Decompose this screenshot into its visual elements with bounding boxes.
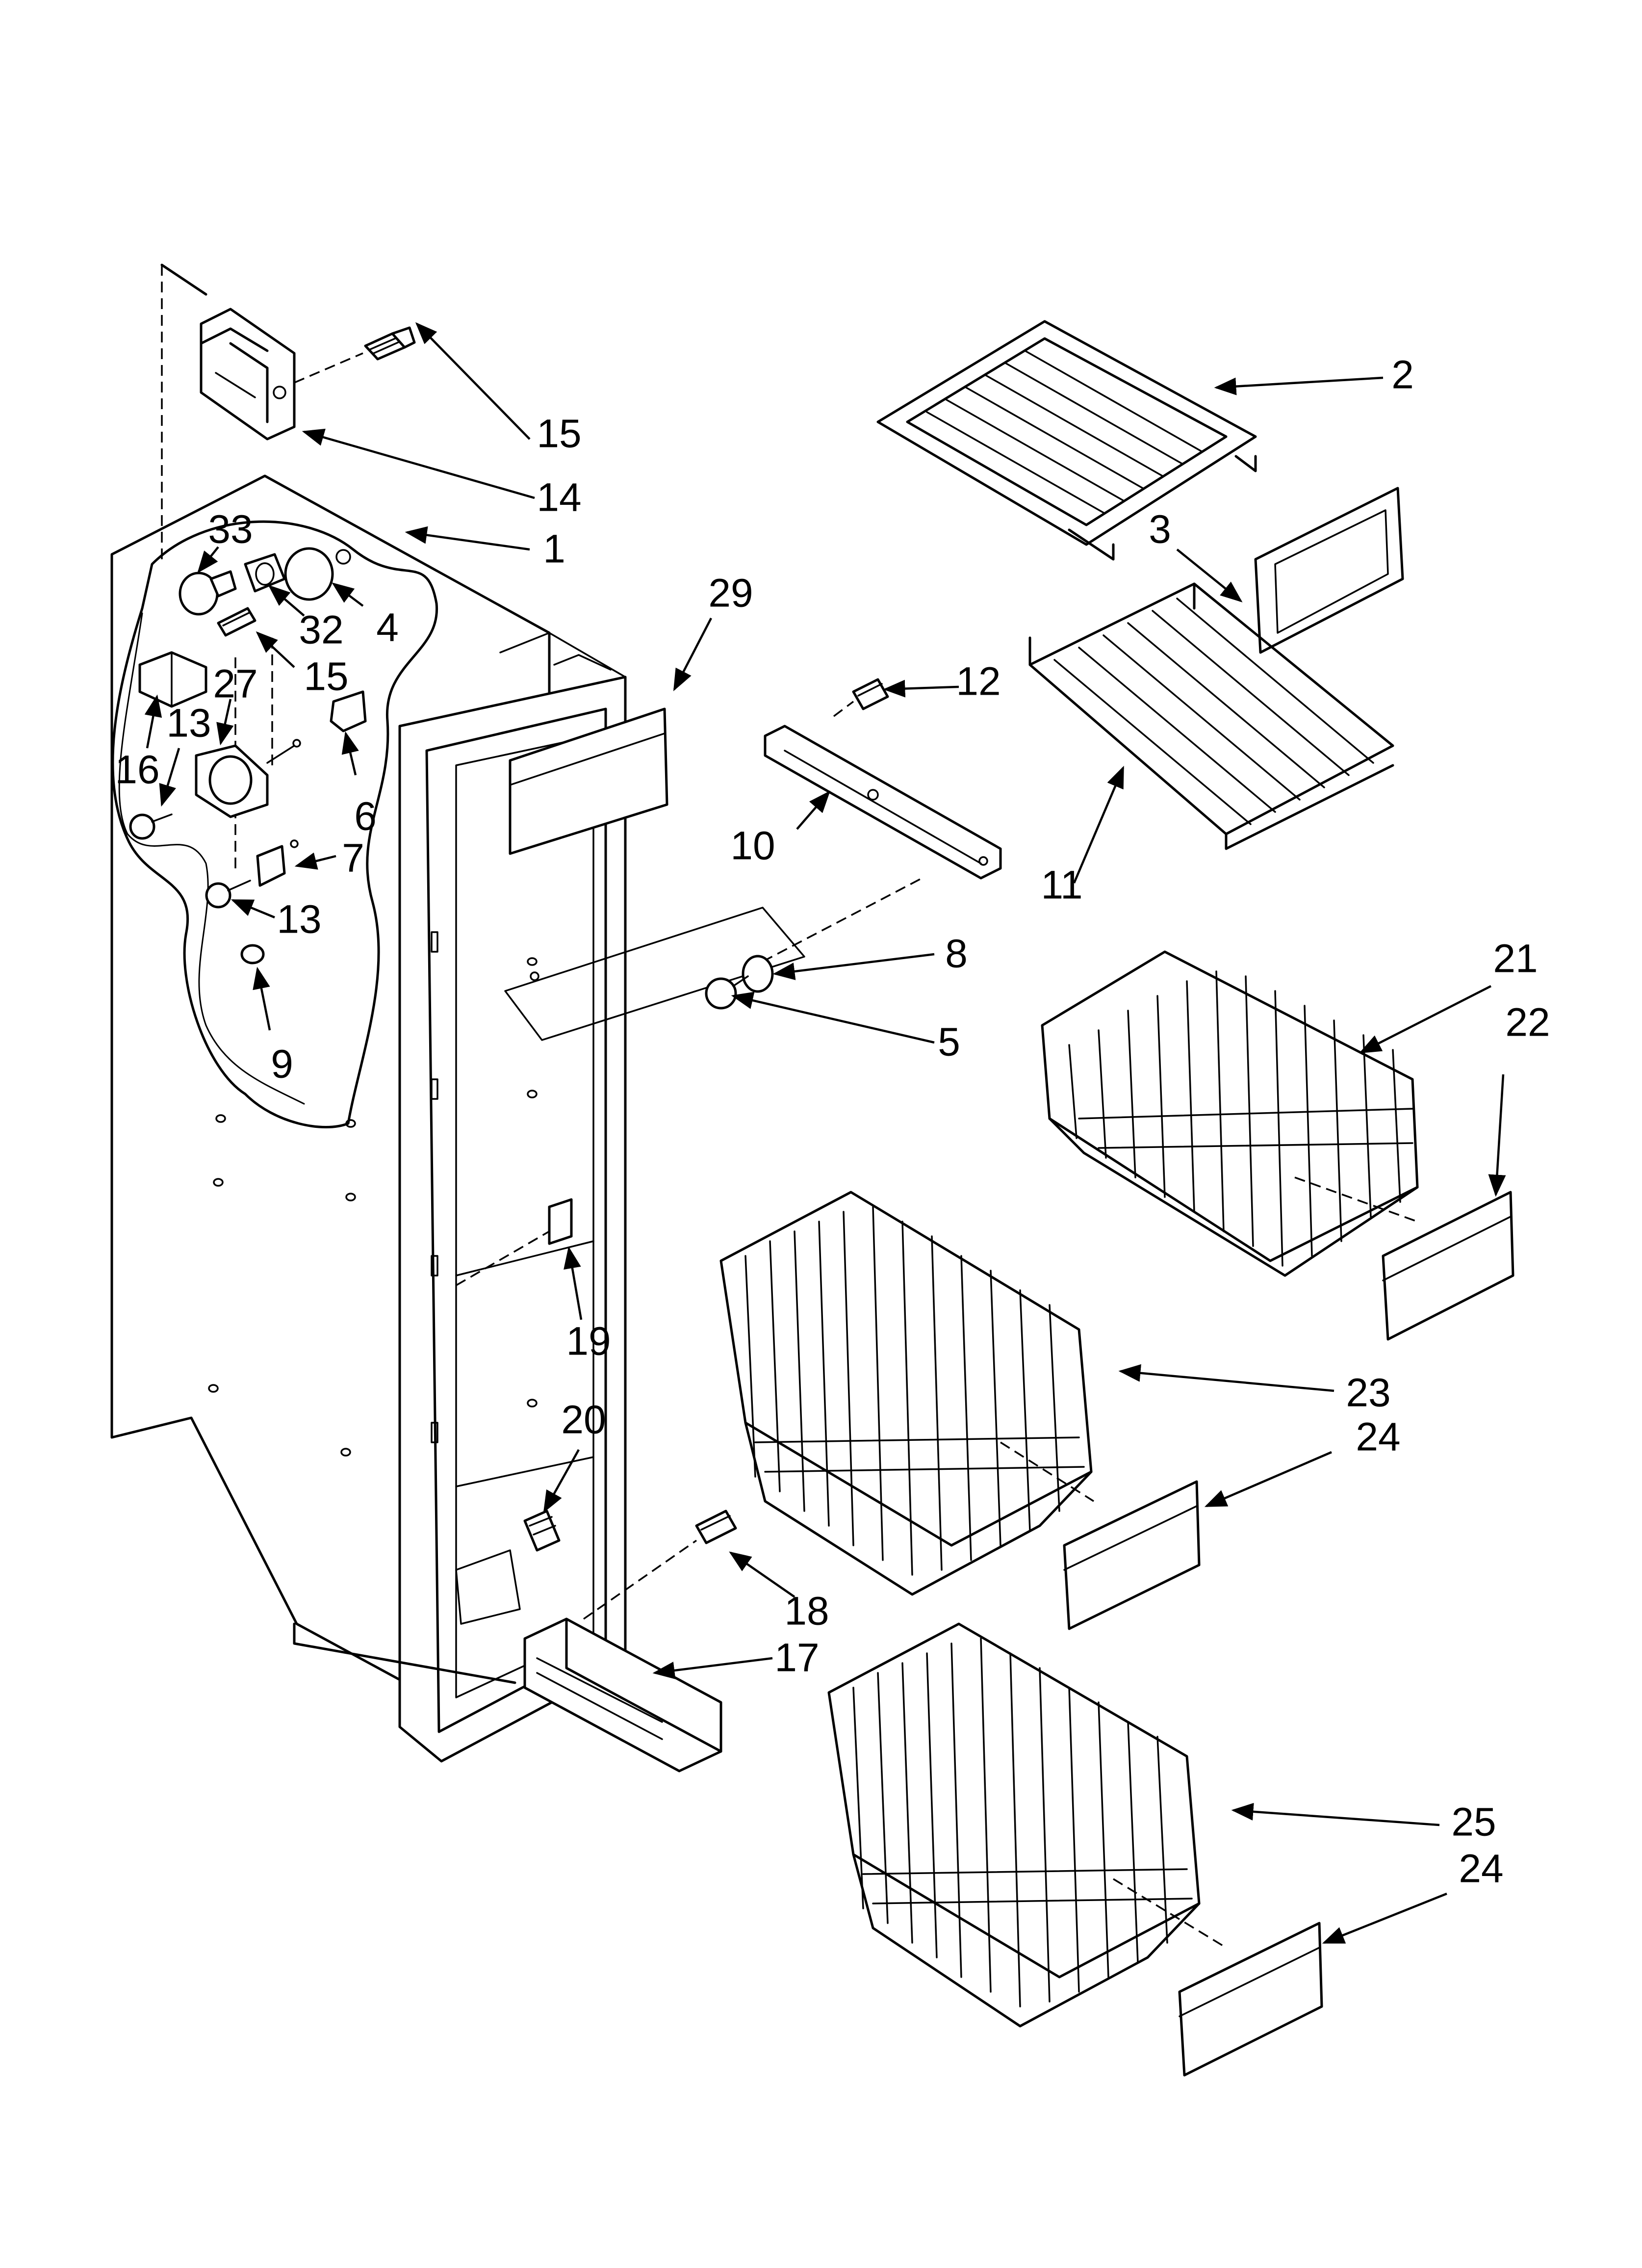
basket-25 <box>827 1622 1201 2028</box>
screw-12 <box>852 678 889 710</box>
switch-7 <box>256 839 299 887</box>
reference-line-top <box>160 263 207 296</box>
socket-32 <box>244 553 286 593</box>
shelf-support-10 <box>764 725 1002 880</box>
panel-holes <box>208 957 538 1457</box>
callout-11: 11 <box>1041 863 1082 908</box>
screw-18 <box>695 1510 737 1544</box>
wire-shelf-2 <box>876 320 1257 561</box>
fan-motor-5-8 <box>705 955 774 1010</box>
wiring-harness-area <box>111 520 438 1128</box>
callout-15-mid: 15 <box>304 654 348 699</box>
basket-23 <box>719 1191 1093 1596</box>
duct-cover-29 <box>509 707 668 855</box>
callout-25: 25 <box>1451 1800 1496 1845</box>
callout-3: 3 <box>1149 507 1171 552</box>
mounting-plate <box>504 877 923 1041</box>
callout-17: 17 <box>774 1636 819 1680</box>
callout-16: 16 <box>115 748 159 792</box>
callout-18: 18 <box>784 1589 829 1634</box>
basket-21 <box>1041 950 1419 1277</box>
screw-13-lower <box>205 880 251 909</box>
basket-front-22 <box>1382 1191 1514 1341</box>
callout-8: 8 <box>945 932 968 976</box>
callout-20: 20 <box>561 1398 606 1442</box>
callout-10: 10 <box>730 824 775 868</box>
callout-33: 33 <box>208 507 253 552</box>
callout-4: 4 <box>376 605 399 650</box>
top-hinge-bracket <box>200 308 296 441</box>
wire-shelf-11 <box>1028 582 1394 850</box>
callout-1: 1 <box>543 527 565 572</box>
frame-slots <box>431 931 438 1443</box>
callout-24-bottom: 24 <box>1459 1847 1503 1891</box>
screw-20 <box>523 1510 561 1552</box>
callout-labels: 15 14 1 2 3 29 12 10 11 8 5 21 22 23 24 … <box>115 353 1550 1891</box>
bracket-16 <box>138 651 207 708</box>
screw-15-mid <box>217 607 257 637</box>
callout-23: 23 <box>1346 1371 1390 1415</box>
callout-9: 9 <box>271 1042 293 1087</box>
thermostat-27 <box>195 739 301 818</box>
basket-front-24-bottom <box>1178 1922 1323 2077</box>
callout-24-mid: 24 <box>1356 1415 1400 1460</box>
clip-6 <box>330 690 367 732</box>
plug-9 <box>240 944 265 965</box>
callout-19: 19 <box>566 1319 611 1364</box>
basket-front-24-mid <box>1063 1480 1201 1630</box>
screw-15-top <box>364 326 416 361</box>
leader-lines <box>144 322 1506 1944</box>
callout-21: 21 <box>1493 937 1538 981</box>
callout-14: 14 <box>537 475 581 520</box>
callout-6: 6 <box>354 794 377 839</box>
screw-13-upper <box>129 813 173 840</box>
knob-4 <box>284 547 351 601</box>
switch-19 <box>548 1198 573 1245</box>
callout-12: 12 <box>956 659 1001 704</box>
callout-2: 2 <box>1391 353 1414 397</box>
callout-7: 7 <box>342 836 364 881</box>
callout-27: 27 <box>213 662 257 706</box>
callout-15-top: 15 <box>537 412 581 456</box>
shelf-trim-3 <box>1254 487 1404 654</box>
bottom-grille-17 <box>523 1617 722 1773</box>
callout-13-upper: 13 <box>166 701 211 746</box>
callout-32: 32 <box>299 608 343 652</box>
callout-29: 29 <box>708 571 753 616</box>
callout-13-lower: 13 <box>277 897 321 942</box>
callout-22: 22 <box>1505 1000 1550 1045</box>
callout-5: 5 <box>938 1020 960 1065</box>
